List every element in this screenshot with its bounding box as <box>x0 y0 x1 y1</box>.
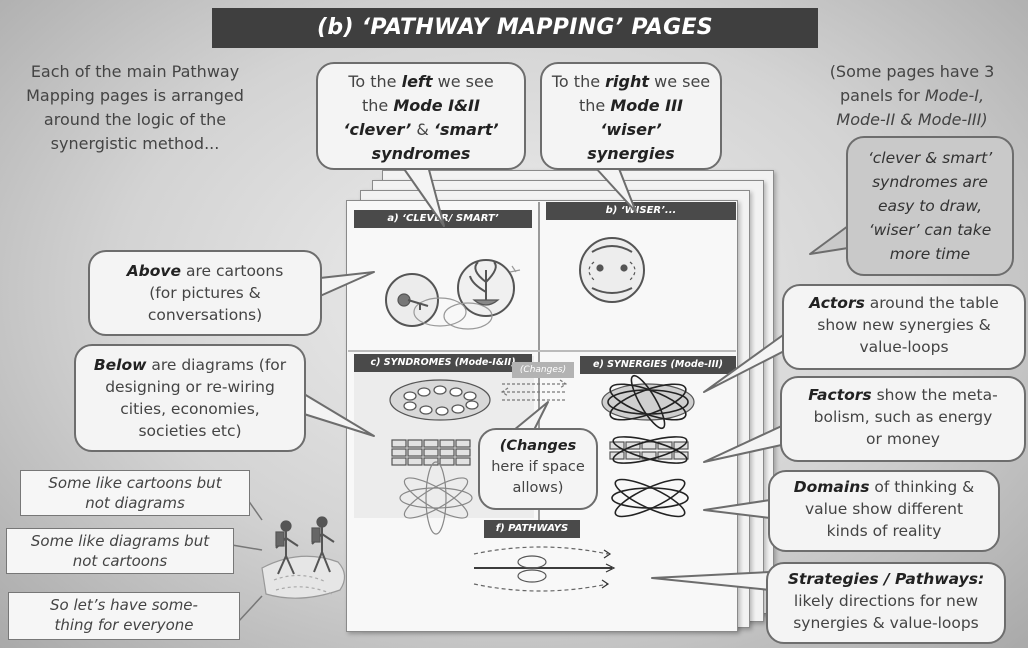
clever-smart-bubble: ‘clever & smart’ syndromes are easy to d… <box>846 136 1014 276</box>
panel-divider <box>538 202 540 520</box>
page-title: (b) ‘PATHWAY MAPPING’ PAGES <box>212 8 818 48</box>
hikers-illustration <box>261 516 346 599</box>
above-bubble: Above are cartoons (for pictures & conve… <box>88 250 322 336</box>
panel-e-header: e) SYNERGIES (Mode-III) <box>580 356 736 374</box>
changes-bubble: (Changes here if space allows) <box>478 428 598 510</box>
panel-b-header: b) ‘WISER’... <box>546 202 736 220</box>
factors-bubble: Factors show the meta- bolism, such as e… <box>780 376 1026 462</box>
caption-diagrams: Some like diagrams but not cartoons <box>6 528 234 574</box>
caption-cartoons: Some like cartoons but not diagrams <box>20 470 250 516</box>
domains-bubble: Domains of thinking & value show differe… <box>768 470 1000 552</box>
panel-changes-header: (Changes) <box>512 362 574 378</box>
panel-divider <box>348 350 736 352</box>
panel-a-header: a) ‘CLEVER/ SMART’ <box>354 210 532 228</box>
below-bubble: Below are diagrams (for designing or re-… <box>74 344 306 452</box>
panel-f-header: f) PATHWAYS <box>484 520 580 538</box>
right-modes-bubble: To the right we see the Mode III ‘wiser’… <box>540 62 722 170</box>
panel-c-header: c) SYNDROMES (Mode-I&II) <box>354 354 532 372</box>
left-modes-bubble: To the left we see the Mode I&II ‘clever… <box>316 62 526 170</box>
clever-bubble-pointer <box>809 225 849 255</box>
strategies-bubble: Strategies / Pathways: likely directions… <box>766 562 1006 644</box>
actors-bubble: Actors around the table show new synergi… <box>782 284 1026 370</box>
intro-text: Each of the main Pathway Mapping pages i… <box>26 62 244 153</box>
caption-everyone: So let’s have some- thing for everyone <box>8 592 240 640</box>
panels-note: (Some pages have 3 panels for Mode-I, Mo… <box>829 62 995 129</box>
